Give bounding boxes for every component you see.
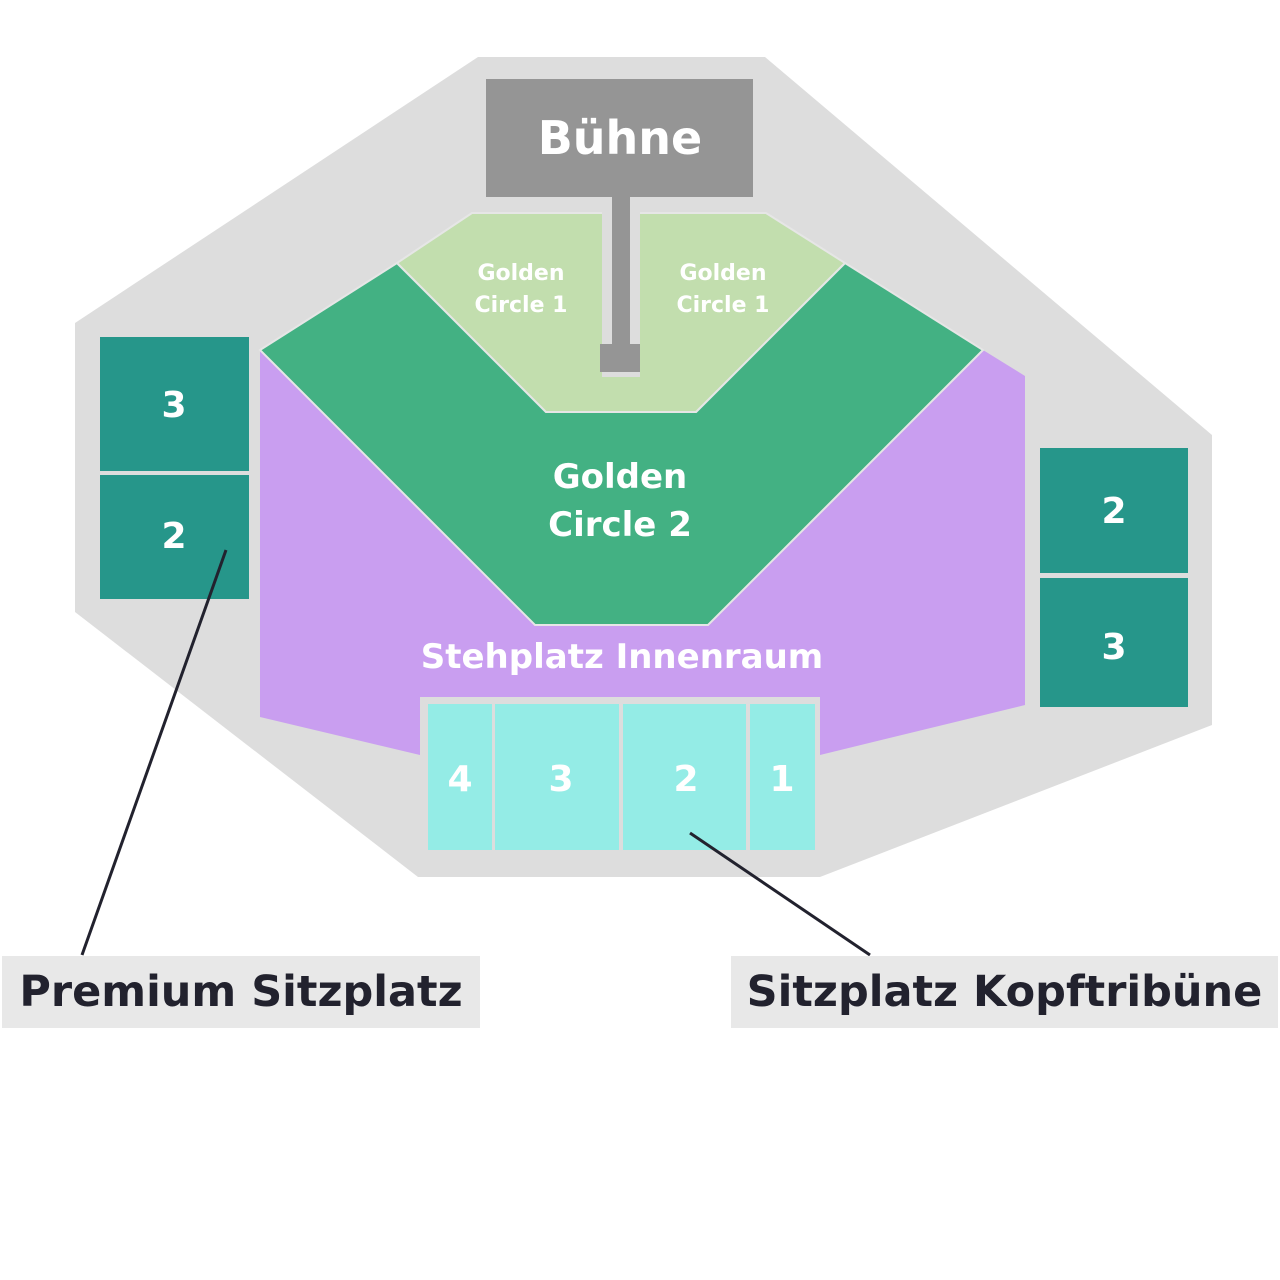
premium-block-left-2[interactable]	[100, 475, 249, 599]
runway	[612, 197, 630, 347]
end-block-4-label: 4	[447, 759, 472, 800]
end-stand-callout: Sitzplatz Kopftribüne	[731, 956, 1278, 1028]
left-block-3-label: 3	[161, 385, 186, 426]
end-stand-callout-line	[689, 831, 871, 957]
stage	[486, 79, 753, 197]
premium-block-right-2[interactable]	[1040, 448, 1188, 573]
right-block-2-label: 2	[1101, 491, 1126, 532]
end-stand-block-3[interactable]	[495, 704, 619, 850]
end-stand-block-4[interactable]	[428, 704, 492, 850]
standing-label: Stehplatz Innenraum	[421, 637, 824, 677]
right-block-3-label: 3	[1101, 627, 1126, 668]
premium-seat-callout: Premium Sitzplatz	[2, 956, 480, 1028]
end-stand-block-2[interactable]	[623, 704, 746, 850]
runway-end	[600, 344, 640, 372]
left-block-2-label: 2	[161, 516, 186, 557]
end-block-3-label: 3	[548, 759, 573, 800]
premium-callout-line	[80, 549, 228, 956]
stage-label: Bühne	[538, 111, 703, 165]
premium-block-left-3[interactable]	[100, 337, 249, 471]
end-block-2-label: 2	[673, 759, 698, 800]
standing-area[interactable]	[260, 350, 1025, 755]
premium-block-right-3[interactable]	[1040, 578, 1188, 707]
end-stand-block-1[interactable]	[750, 704, 815, 850]
end-block-1-label: 1	[769, 759, 794, 800]
